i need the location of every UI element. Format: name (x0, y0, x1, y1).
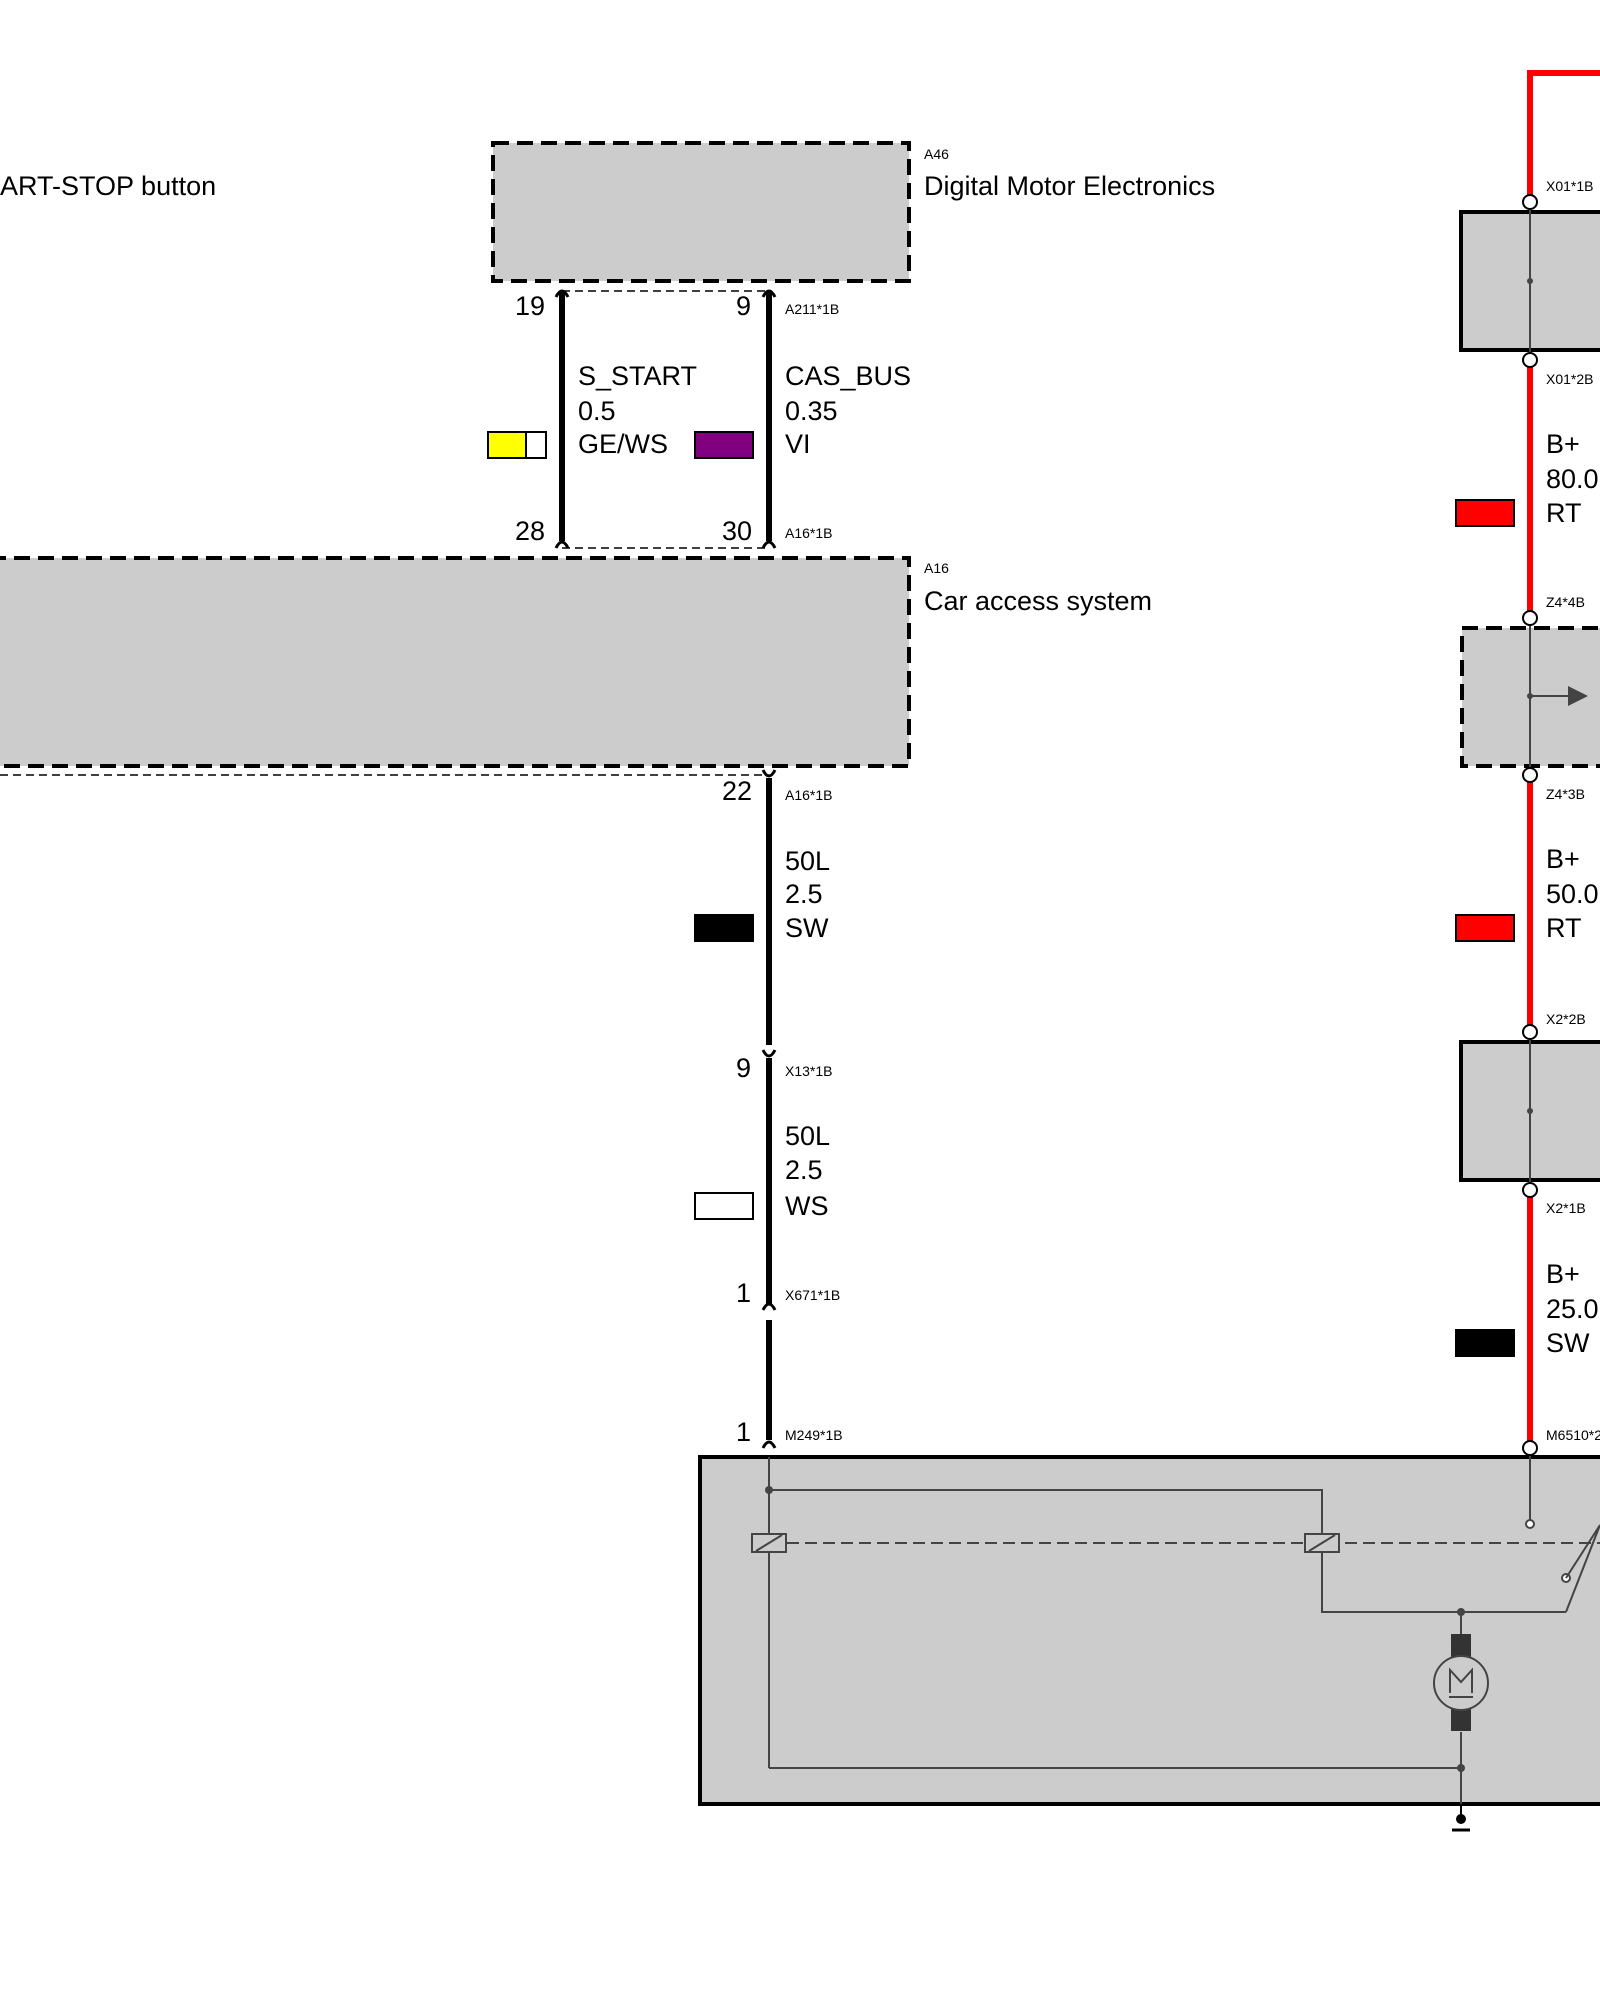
connector-m6510: M6510*2 (1546, 1427, 1600, 1443)
pin-1-m249: 1 (736, 1417, 751, 1447)
m6510-terminal: M6510*2 (1522, 1427, 1600, 1456)
connector-m249-1b: M249*1B (785, 1427, 843, 1443)
connector-a211-1b: A211*1B (785, 301, 839, 317)
pin-9-x13: 9 (736, 1053, 751, 1083)
x01-component: X01*1B X01*2B (1459, 178, 1600, 387)
bplus-2-signal: B+ (1546, 844, 1580, 874)
s-start-signal: S_START (578, 361, 697, 391)
dme-title: Digital Motor Electronics (924, 171, 1215, 201)
cas-id: A16 (924, 560, 949, 576)
s-start-color: GE/WS (578, 429, 668, 459)
bplus-3-color: SW (1546, 1328, 1590, 1358)
connector-a16-1b-top: A16*1B (785, 525, 832, 541)
pin-30: 30 (722, 516, 752, 546)
cas-bus-color: VI (785, 429, 811, 459)
bplus-1-gauge: 80.0 (1546, 464, 1599, 494)
wire-to-starter: 1 M249*1B (736, 1320, 843, 1449)
cas-title: Car access system (924, 586, 1152, 616)
connector-x01-1b: X01*1B (1546, 178, 1593, 194)
cas-bus-signal: CAS_BUS (785, 361, 911, 391)
w50l-a-color: SW (785, 913, 829, 943)
dme-id: A46 (924, 146, 949, 162)
bplus-3-color-swatch (1455, 1329, 1515, 1357)
bplus-1-signal: B+ (1546, 429, 1580, 459)
wire-cas-bus: 9 30 A211*1B A16*1B CAS_BUS 0.35 VI (694, 289, 911, 549)
connector-x671-1b: X671*1B (785, 1287, 840, 1303)
pin-1-x671: 1 (736, 1278, 751, 1308)
bplus-2-color: RT (1546, 913, 1582, 943)
s-start-gauge: 0.5 (578, 396, 616, 426)
w50l-b-signal: 50L (785, 1121, 830, 1151)
w50l-a-color-swatch (694, 914, 754, 942)
bplus-2-color-swatch (1455, 914, 1515, 942)
connector-z4-4b: Z4*4B (1546, 594, 1585, 610)
connector-x01-2b: X01*2B (1546, 371, 1593, 387)
pin-19: 19 (515, 291, 545, 321)
pin-28: 28 (515, 516, 545, 546)
connector-z4-3b: Z4*3B (1546, 786, 1585, 802)
w50l-a-signal: 50L (785, 846, 830, 876)
relay-coil-icon (751, 1533, 787, 1553)
starter-module (698, 1455, 1600, 1810)
wire-bplus-3: B+ 25.0 SW (1455, 1259, 1599, 1358)
cas-bus-color-swatch (694, 431, 754, 459)
power-line (1527, 70, 1600, 1448)
connector-x2-1b: X2*1B (1546, 1200, 1586, 1216)
w50l-a-gauge: 2.5 (785, 879, 823, 909)
bplus-2-gauge: 50.0 (1546, 879, 1599, 909)
ground-icon (1452, 1804, 1470, 1832)
pin-9-top: 9 (736, 291, 751, 321)
w50l-b-color: WS (785, 1191, 829, 1221)
bplus-3-signal: B+ (1546, 1259, 1580, 1289)
wire-50l-a: 22 A16*1B 50L 2.5 SW (694, 769, 832, 1045)
s-start-color-swatch (487, 431, 547, 459)
wire-bplus-2: B+ 50.0 RT (1455, 844, 1599, 943)
x2-component: X2*2B X2*1B (1459, 1011, 1600, 1216)
wire-50l-b: 9 X13*1B 50L 2.5 WS 1 X671*1B (694, 1049, 840, 1311)
start-stop-button-title: ART-STOP button (0, 171, 216, 201)
bplus-3-gauge: 25.0 (1546, 1294, 1599, 1324)
bplus-1-color: RT (1546, 498, 1582, 528)
relay-coil-icon-2 (1304, 1533, 1340, 1553)
connector-a16-1b-bottom: A16*1B (785, 787, 832, 803)
motor-icon (1433, 1634, 1489, 1731)
wire-s-start: 19 28 S_START 0.5 GE/WS (487, 289, 697, 549)
connector-x13-1b: X13*1B (785, 1063, 832, 1079)
z4-component: Z4*4B Z4*3B (1460, 594, 1600, 802)
dme-module: A46 Digital Motor Electronics (491, 141, 1215, 283)
cas-module: A16 Car access system (0, 556, 1152, 768)
connector-x2-2b: X2*2B (1546, 1011, 1586, 1027)
wire-bplus-1: B+ 80.0 RT (1455, 429, 1599, 528)
bplus-1-color-swatch (1455, 499, 1515, 527)
w50l-b-color-swatch (694, 1192, 754, 1220)
cas-bus-gauge: 0.35 (785, 396, 838, 426)
pin-22: 22 (722, 776, 752, 806)
w50l-b-gauge: 2.5 (785, 1155, 823, 1185)
